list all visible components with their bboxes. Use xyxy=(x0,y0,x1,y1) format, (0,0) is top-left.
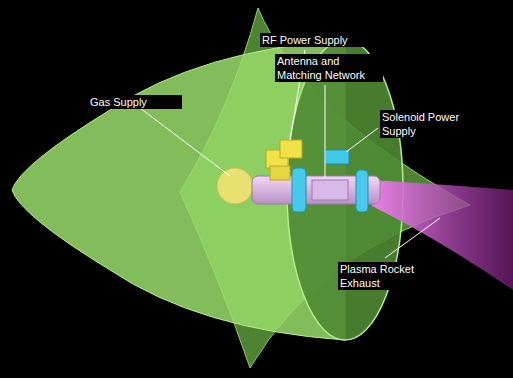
antenna xyxy=(312,180,348,200)
leader-line xyxy=(140,108,230,176)
leader-line xyxy=(385,218,440,258)
gas-tank xyxy=(217,168,253,204)
part-label: Gas Supply xyxy=(88,95,182,109)
leader-line xyxy=(346,128,378,152)
part-label: RF Power Supply xyxy=(260,33,374,47)
rf-box xyxy=(270,166,290,180)
leader-line xyxy=(325,85,326,178)
coil xyxy=(292,168,306,212)
solenoid-box xyxy=(325,150,349,164)
coil xyxy=(356,170,368,212)
hull xyxy=(12,40,345,340)
part-label: Plasma Rocket Exhaust xyxy=(338,262,432,290)
part-label: Solenoid Power Supply xyxy=(380,110,472,138)
rf-box xyxy=(280,140,302,158)
part-label: Antenna and Matching Network xyxy=(275,54,383,82)
